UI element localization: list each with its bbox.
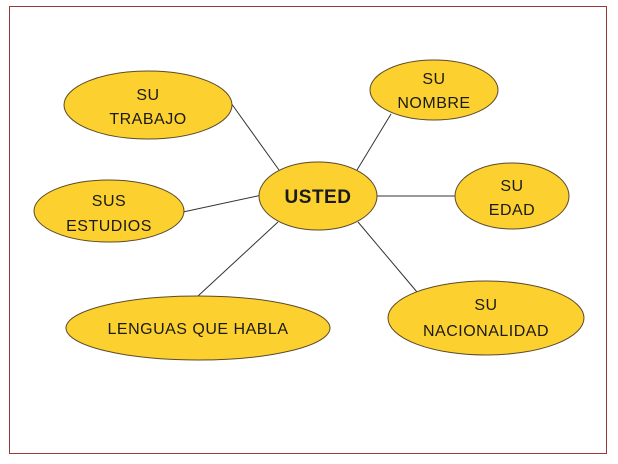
node-sus-estudios-line-2: ESTUDIOS — [66, 218, 152, 235]
node-usted-label: USTED — [285, 187, 352, 208]
node-sus-estudios: SUS ESTUDIOS — [33, 179, 185, 243]
node-su-edad-line-1: SU — [500, 178, 523, 195]
node-lenguas-que-habla: LENGUAS QUE HABLA — [65, 295, 331, 361]
connector-estudios — [182, 194, 263, 213]
node-lenguas-que-habla-line-1: LENGUAS QUE HABLA — [108, 321, 289, 338]
connector-nombre — [356, 113, 392, 171]
node-su-trabajo: SU TRABAJO — [63, 70, 233, 140]
connector-trabajo — [230, 102, 280, 171]
node-sus-estudios-line-1: SUS — [92, 193, 126, 210]
node-su-nacionalidad-line-2: NACIONALIDAD — [423, 323, 549, 340]
node-su-nacionalidad-line-1: SU — [474, 297, 497, 314]
connector-lenguas — [197, 221, 279, 297]
node-su-trabajo-line-2: TRABAJO — [109, 111, 186, 128]
node-su-edad-line-2: EDAD — [489, 202, 535, 219]
node-su-trabajo-line-1: SU — [136, 87, 159, 104]
node-su-nacionalidad: SU NACIONALIDAD — [387, 280, 585, 356]
connector-nacionalidad — [357, 221, 418, 293]
node-su-nombre: SU NOMBRE — [369, 59, 499, 121]
node-usted: USTED — [258, 161, 378, 231]
node-su-nombre-line-1: SU — [422, 71, 445, 88]
node-su-nombre-line-2: NOMBRE — [397, 95, 470, 112]
node-su-edad: SU EDAD — [454, 162, 570, 230]
